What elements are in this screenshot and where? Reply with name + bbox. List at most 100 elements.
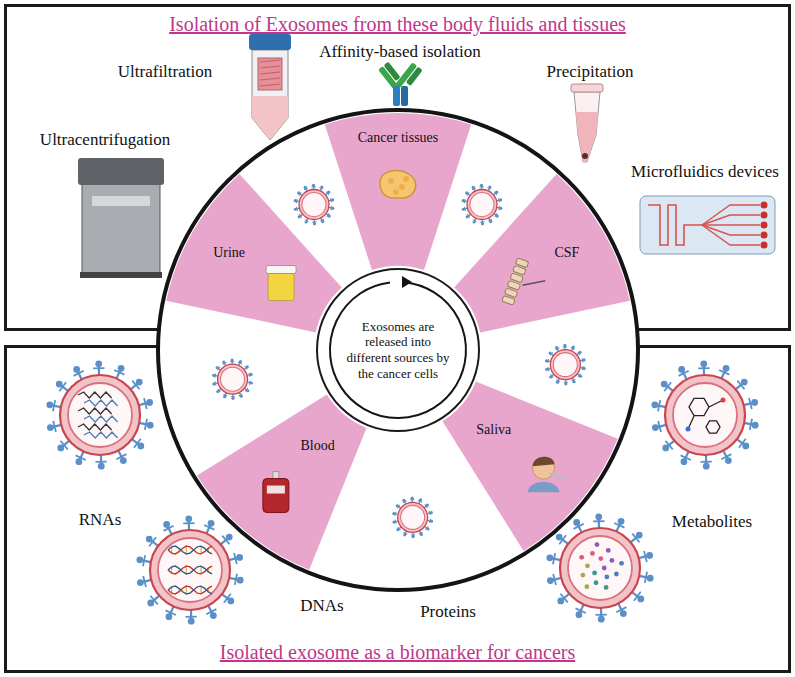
- person-hair: [533, 457, 555, 466]
- filter-stripe: [260, 60, 280, 62]
- exosome-knob: [146, 536, 153, 543]
- chip-outlet: [761, 202, 768, 209]
- urine-cup: [268, 273, 294, 301]
- method-label: Affinity-based isolation: [319, 42, 481, 62]
- exosome-spike-bar: [614, 523, 624, 528]
- exosome-knob: [166, 613, 173, 620]
- exosome-knob: [636, 532, 643, 539]
- centrifuge-base: [80, 272, 162, 278]
- exosome-spike-bar: [644, 551, 647, 562]
- exosome-knob: [120, 457, 127, 464]
- exosome-knob: [146, 399, 153, 406]
- exosome-icon: [462, 184, 503, 226]
- exosome-knob: [47, 424, 54, 431]
- exosome-spike-bar: [234, 553, 237, 564]
- exosome-spike-bar: [576, 608, 586, 613]
- exosome-spike-bar: [218, 389, 221, 392]
- exosome-spike-bar: [319, 188, 323, 190]
- exosome-knob: [56, 381, 63, 388]
- exosome-spike-bar: [429, 519, 431, 523]
- exosome-spike-bar: [559, 535, 566, 544]
- exosome-spike-bar: [467, 214, 470, 217]
- vertebra: [502, 295, 515, 305]
- exosome-knob: [212, 374, 215, 377]
- chip-channel: [648, 205, 702, 245]
- sector-label: Blood: [301, 438, 335, 454]
- eppendorf-liquid: [576, 112, 599, 162]
- dna-strand: [168, 546, 212, 554]
- dna-strand: [168, 566, 212, 574]
- exosome-spike-bar: [425, 504, 428, 507]
- exosome-membrane: [60, 375, 140, 455]
- exosome-icon: [651, 360, 758, 469]
- antibody-light-chain: [406, 67, 423, 86]
- protein-dot: [594, 580, 599, 585]
- center-circle: Exosomes are released into different sou…: [316, 268, 480, 432]
- dna-strand: [168, 586, 212, 594]
- exosome-knob: [725, 457, 732, 464]
- exosome-knob: [678, 366, 685, 373]
- exosome-spike-bar: [53, 400, 55, 411]
- exosome-spike-bar: [150, 596, 157, 605]
- exosome-spike-bar: [166, 610, 176, 615]
- exosome-spike-bar: [571, 379, 575, 381]
- exosome-knob: [188, 618, 195, 625]
- protein-dot: [609, 558, 614, 563]
- saliva-swab: [550, 473, 566, 480]
- exosome-spike-bar: [658, 421, 661, 432]
- chip-body: [640, 196, 775, 254]
- exosome-knob: [742, 443, 749, 450]
- exosome-membrane: [218, 364, 248, 394]
- exosome-spike-bar: [548, 367, 549, 371]
- exosome-spike-bar: [222, 536, 229, 545]
- exosome-membrane: [665, 375, 745, 455]
- exosome-knob: [411, 497, 414, 500]
- exosome-lumen: [673, 383, 737, 447]
- exosome-knob: [546, 554, 553, 561]
- exosome-knob: [700, 360, 707, 367]
- rna-strand: [84, 416, 118, 422]
- exosome-knob: [331, 198, 334, 201]
- exosome-knob: [620, 610, 627, 617]
- exosome-knob: [481, 222, 484, 225]
- protein-dot: [581, 573, 586, 578]
- exosome-lumen: [553, 353, 577, 377]
- tube-liquid: [252, 96, 288, 140]
- exosome-spike-bar: [183, 522, 194, 524]
- exosome-membrane: [560, 528, 640, 608]
- protein-dot: [595, 542, 600, 547]
- exosome-knob: [313, 222, 316, 225]
- exosome-spike-bar: [394, 512, 396, 516]
- exosome-knob: [208, 520, 215, 527]
- exosome-spike-bar: [564, 382, 568, 383]
- dna-strand: [168, 546, 212, 554]
- exosome-spike-bar: [299, 214, 302, 217]
- exosome-lumen: [158, 538, 222, 602]
- exosome-knob: [462, 208, 465, 211]
- exosome-spike-bar: [721, 454, 731, 459]
- exosome-spike-bar: [223, 363, 227, 365]
- exosome-spike-bar: [296, 199, 298, 203]
- exosome-spike-bar: [555, 348, 559, 350]
- sector-wedge: [454, 174, 630, 333]
- sector-label: Cancer tissues: [358, 130, 438, 146]
- exosome-knob: [227, 598, 234, 605]
- exosome-spike-bar: [217, 367, 220, 370]
- exosome-spike-bar: [398, 527, 401, 530]
- exosome-knob: [499, 207, 502, 210]
- protein-dot: [598, 556, 603, 561]
- sector-label: Urine: [213, 245, 245, 261]
- exosome-spike-bar: [132, 381, 139, 390]
- exosome-knob: [294, 208, 297, 211]
- exosome-spike-bar: [571, 348, 575, 350]
- sector-wedge: [197, 395, 367, 570]
- exosome-knob: [210, 612, 217, 619]
- cargo-label: RNAs: [79, 510, 122, 530]
- exosome-knob: [480, 184, 483, 187]
- exosome-icon: [545, 344, 586, 386]
- exosome-icon: [136, 515, 243, 624]
- exosome-spike-bar: [595, 614, 606, 616]
- rna-strand: [78, 392, 112, 398]
- exosome-spike-bar: [553, 574, 556, 585]
- exosome-knob: [57, 444, 64, 451]
